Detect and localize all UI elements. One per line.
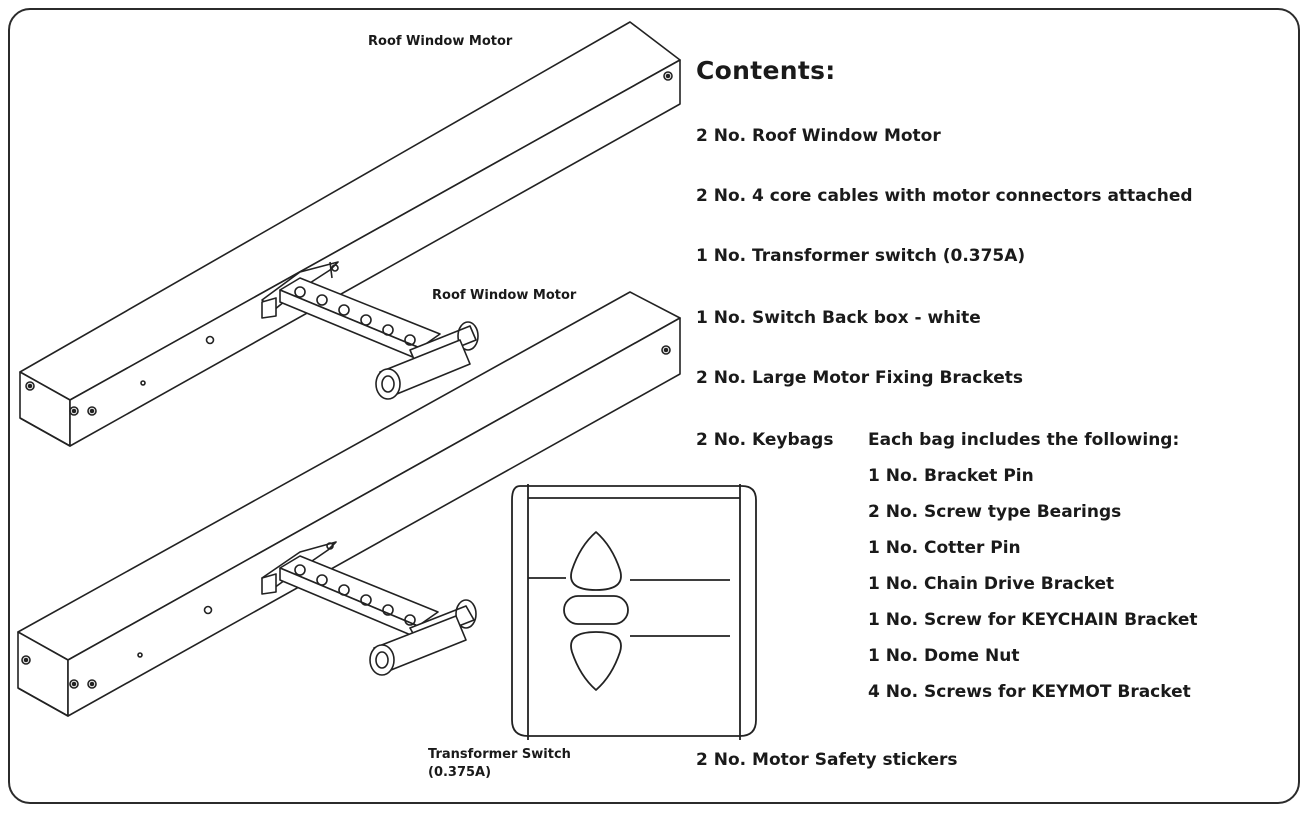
label-switch: Transformer Switch (0.375A) [428, 746, 571, 782]
keybags-description: Each bag includes the following: [868, 430, 1180, 450]
contents-list: Contents: 2 No. Roof Window Motor 2 No. … [696, 56, 1296, 770]
bracket-bottom [261, 541, 477, 676]
contents-item: 2 No. 4 core cables with motor connector… [696, 186, 1193, 206]
motor-top [19, 21, 681, 447]
contents-item: 1 No. Transformer switch (0.375A) [696, 246, 1026, 266]
label-motor-bottom: Roof Window Motor [432, 288, 577, 303]
keybag-item: 2 No. Screw type Bearings [868, 502, 1122, 522]
contents-item-last: 2 No. Motor Safety stickers [696, 750, 958, 770]
motor-bottom [17, 291, 681, 717]
contents-title: Contents: [696, 56, 836, 85]
keybags-label: 2 No. Keybags [696, 430, 834, 450]
transformer-switch [511, 484, 757, 740]
keybag-item: 1 No. Dome Nut [868, 646, 1020, 666]
diagram-frame [8, 8, 1300, 804]
keybag-item: 1 No. Cotter Pin [868, 538, 1021, 558]
keybag-item: 1 No. Bracket Pin [868, 466, 1034, 486]
bracket-top [261, 261, 479, 400]
label-switch-rating: (0.375A) [428, 765, 492, 780]
keybag-item: 1 No. Chain Drive Bracket [868, 574, 1115, 594]
contents-item: 1 No. Switch Back box - white [696, 308, 981, 328]
label-switch-name: Transformer Switch [428, 747, 571, 762]
contents-item: 2 No. Large Motor Fixing Brackets [696, 368, 1023, 388]
label-motor-top: Roof Window Motor [368, 34, 513, 49]
contents-item: 2 No. Roof Window Motor [696, 126, 941, 146]
keybag-item: 1 No. Screw for KEYCHAIN Bracket [868, 610, 1198, 630]
keybag-item: 4 No. Screws for KEYMOT Bracket [868, 682, 1191, 702]
